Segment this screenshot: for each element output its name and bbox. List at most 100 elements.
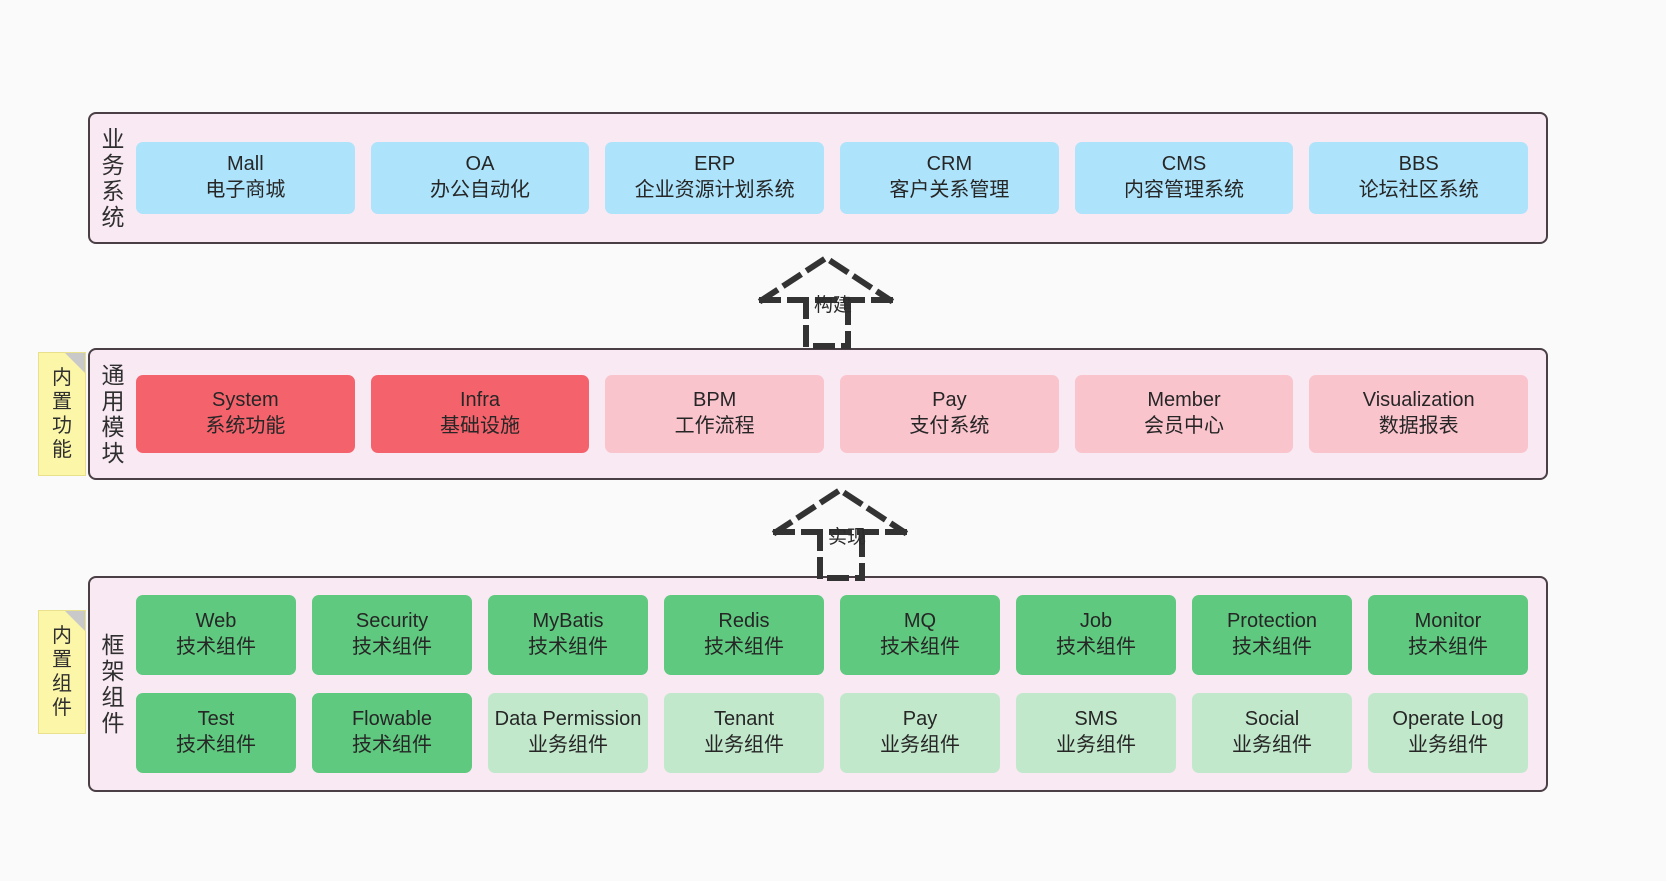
card-subtitle: 论坛社区系统: [1358, 179, 1479, 201]
card-title: Pay: [932, 389, 967, 412]
card-test[interactable]: Test 技术组件: [136, 693, 296, 773]
card-subtitle: 业务组件: [1232, 734, 1312, 756]
card-sms[interactable]: SMS 业务组件: [1016, 693, 1176, 773]
card-member[interactable]: Member 会员中心: [1074, 375, 1294, 453]
card-subtitle: 技术组件: [528, 636, 608, 658]
card-subtitle: 技术组件: [880, 636, 960, 658]
card-title: Visualization: [1362, 389, 1475, 412]
card-title: Flowable: [351, 708, 433, 731]
card-subtitle: 数据报表: [1378, 415, 1459, 437]
card-subtitle: 技术组件: [352, 734, 432, 756]
card-title: BBS: [1398, 153, 1439, 176]
sticky-note-char: 件: [52, 697, 72, 719]
fold-corner-icon: [65, 611, 85, 631]
card-subtitle: 业务组件: [1408, 734, 1488, 756]
card-bbs[interactable]: BBS 论坛社区系统: [1309, 142, 1529, 214]
layer-business-systems[interactable]: 业 务 系 统 Mall 电子商城 OA 办公自动化 ERP 企业资源计划系统 …: [88, 112, 1548, 244]
card-subtitle: 支付系统: [909, 415, 990, 437]
card-subtitle: 技术组件: [704, 636, 784, 658]
card-title: MyBatis: [532, 610, 604, 633]
card-pay[interactable]: Pay 支付系统: [840, 375, 1059, 453]
card-title: Job: [1079, 610, 1113, 633]
card-title: Mall: [227, 153, 264, 176]
card-title: Pay: [902, 708, 938, 731]
layer-title-char: 用: [101, 387, 125, 414]
layer-framework-components[interactable]: 框 架 组 件 Web 技术组件 Security 技术组件 MyBatis 技…: [88, 576, 1548, 792]
sticky-note-char: 置: [52, 649, 72, 671]
card-crm[interactable]: CRM 客户关系管理: [840, 142, 1059, 214]
card-title: CMS: [1161, 153, 1207, 176]
card-subtitle: 内容管理系统: [1124, 179, 1245, 201]
card-operate-log[interactable]: Operate Log 业务组件: [1368, 693, 1528, 773]
card-row: Mall 电子商城 OA 办公自动化 ERP 企业资源计划系统 CRM 客户关系…: [136, 142, 1529, 214]
sticky-note-char: 能: [52, 439, 72, 461]
card-security[interactable]: Security 技术组件: [312, 595, 472, 675]
layer-title-char: 统: [101, 204, 125, 231]
card-tenant[interactable]: Tenant 业务组件: [664, 693, 824, 773]
card-title: Data Permission: [494, 708, 642, 731]
card-data-permission[interactable]: Data Permission 业务组件: [488, 693, 648, 773]
card-infra[interactable]: Infra 基础设施: [370, 375, 590, 453]
card-subtitle: 技术组件: [176, 734, 256, 756]
card-monitor[interactable]: Monitor 技术组件: [1368, 595, 1528, 675]
card-subtitle: 业务组件: [880, 734, 960, 756]
sticky-note-builtin-features[interactable]: 内 置 功 能: [38, 352, 86, 476]
layer-title-char: 业: [101, 125, 125, 152]
card-title: Infra: [459, 389, 501, 412]
card-mybatis[interactable]: MyBatis 技术组件: [488, 595, 648, 675]
card-protection[interactable]: Protection 技术组件: [1192, 595, 1352, 675]
sticky-note-char: 组: [52, 673, 72, 695]
card-mall[interactable]: Mall 电子商城: [136, 142, 355, 214]
card-title: Protection: [1226, 610, 1318, 633]
card-subtitle: 技术组件: [1232, 636, 1312, 658]
card-subtitle: 电子商城: [205, 179, 286, 201]
card-mq[interactable]: MQ 技术组件: [840, 595, 1000, 675]
dashed-triangle-arrow-icon: [771, 486, 909, 581]
card-subtitle: 技术组件: [1056, 636, 1136, 658]
card-social[interactable]: Social 业务组件: [1192, 693, 1352, 773]
card-row: Test 技术组件 Flowable 技术组件 Data Permission …: [136, 693, 1528, 773]
card-redis[interactable]: Redis 技术组件: [664, 595, 824, 675]
card-subtitle: 办公自动化: [430, 179, 530, 201]
sticky-note-char: 功: [52, 415, 72, 437]
card-flowable[interactable]: Flowable 技术组件: [312, 693, 472, 773]
card-erp[interactable]: ERP 企业资源计划系统: [605, 142, 825, 214]
card-visualization[interactable]: Visualization 数据报表: [1309, 375, 1529, 453]
card-web[interactable]: Web 技术组件: [136, 595, 296, 675]
layer-common-modules-body: System 系统功能 Infra 基础设施 BPM 工作流程 Pay 支付系统…: [136, 350, 1546, 478]
card-subtitle: 业务组件: [704, 734, 784, 756]
layer-common-modules-title: 通 用 模 块: [90, 350, 136, 478]
card-subtitle: 技术组件: [352, 636, 432, 658]
card-title: BPM: [693, 389, 737, 412]
card-subtitle: 客户关系管理: [889, 179, 1010, 201]
dashed-triangle-arrow-icon: [757, 254, 895, 349]
card-title: Security: [355, 610, 429, 633]
card-subtitle: 业务组件: [1056, 734, 1136, 756]
card-title: System: [211, 389, 279, 412]
card-subtitle: 业务组件: [528, 734, 608, 756]
card-title: OA: [465, 153, 495, 176]
layer-title-char: 框: [101, 631, 125, 658]
card-title: SMS: [1074, 708, 1118, 731]
card-row: System 系统功能 Infra 基础设施 BPM 工作流程 Pay 支付系统…: [136, 375, 1529, 453]
card-system[interactable]: System 系统功能: [136, 375, 355, 453]
card-oa[interactable]: OA 办公自动化: [370, 142, 590, 214]
card-pay-business[interactable]: Pay 业务组件: [840, 693, 1000, 773]
layer-common-modules[interactable]: 通 用 模 块 System 系统功能 Infra 基础设施 BPM 工作流程 …: [88, 348, 1548, 480]
layer-title-char: 务: [101, 151, 125, 178]
layer-business-systems-body: Mall 电子商城 OA 办公自动化 ERP 企业资源计划系统 CRM 客户关系…: [136, 114, 1546, 242]
layer-title-char: 组: [101, 684, 125, 710]
card-job[interactable]: Job 技术组件: [1016, 595, 1176, 675]
card-title: MQ: [903, 610, 937, 633]
layer-framework-components-title: 框 架 组 件: [90, 578, 136, 790]
layer-framework-components-body: Web 技术组件 Security 技术组件 MyBatis 技术组件 Redi…: [136, 578, 1546, 790]
card-bpm[interactable]: BPM 工作流程: [605, 375, 825, 453]
card-cms[interactable]: CMS 内容管理系统: [1074, 142, 1294, 214]
layer-title-char: 系: [101, 178, 125, 204]
sticky-note-char: 置: [52, 391, 72, 413]
connector-build: 构建: [744, 252, 944, 350]
layer-title-char: 块: [101, 440, 125, 467]
card-subtitle: 会员中心: [1144, 415, 1225, 437]
sticky-note-builtin-components[interactable]: 内 置 组 件: [38, 610, 86, 734]
card-title: Social: [1244, 708, 1300, 731]
